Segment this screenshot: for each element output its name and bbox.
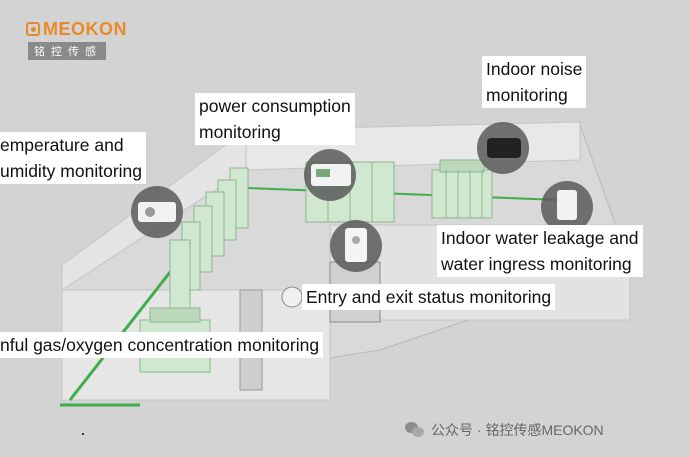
door-sensor-icon: [330, 220, 382, 272]
label-water-line-1: Indoor water leakage and: [441, 228, 639, 248]
power-meter-icon: [304, 149, 356, 201]
label-gas: nful gas/oxygen concentration monitoring: [0, 332, 324, 358]
water-sensor-icon: [541, 181, 593, 233]
logo-mark-icon: [26, 22, 40, 36]
label-temperature: emperature and umidity monitoring: [0, 132, 146, 184]
label-noise: Indoor noise monitoring: [482, 56, 587, 108]
label-temperature-line-2: umidity monitoring: [0, 161, 142, 181]
watermark: 公众号 · 铭控传感MEOKON: [405, 420, 604, 440]
noise-sensor-icon: [477, 122, 529, 174]
label-power-line-1: power consumption: [199, 96, 351, 116]
green-cable-back: [245, 187, 561, 201]
wechat-icon: [405, 422, 425, 438]
gas-sensor-icon: [281, 286, 303, 308]
brand-name-cn: 铭控传感: [28, 42, 106, 60]
switchgear-cabinets: [169, 167, 249, 311]
brand-name: MEOKON: [43, 19, 127, 39]
label-entry: Entry and exit status monitoring: [302, 284, 556, 310]
label-power: power consumption monitoring: [195, 93, 355, 145]
label-power-line-2: monitoring: [199, 122, 281, 142]
label-noise-line-2: monitoring: [486, 85, 568, 105]
brand-logo: MEOKON 铭控传感: [26, 20, 127, 60]
label-temperature-line-1: emperature and: [0, 135, 124, 155]
label-water: Indoor water leakage and water ingress m…: [437, 225, 643, 277]
transformer: [431, 159, 493, 219]
watermark-text: 公众号 · 铭控传感MEOKON: [431, 422, 604, 438]
label-noise-line-1: Indoor noise: [486, 59, 583, 79]
label-water-line-2: water ingress monitoring: [441, 254, 632, 274]
temperature-sensor-icon: [131, 186, 183, 238]
stray-dot: [82, 433, 84, 435]
